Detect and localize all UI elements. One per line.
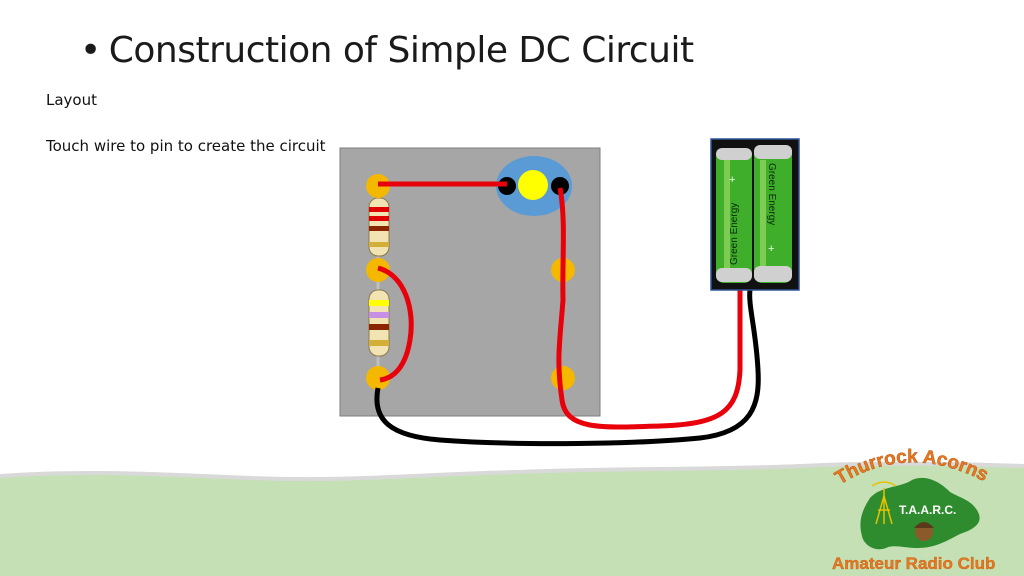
pin-bottom-right[interactable]: [551, 366, 575, 390]
battery-left-plus: +: [729, 174, 735, 186]
pin-bottom-left[interactable]: [366, 366, 390, 390]
battery-left-label: Green Energy: [729, 203, 740, 265]
instruction-text: Touch wire to pin to create the circuit: [46, 137, 326, 155]
battery-right: [754, 145, 792, 283]
logo-map-shape: [860, 477, 980, 550]
title-bullet: •: [80, 30, 101, 71]
battery-right-plus: +: [768, 243, 774, 255]
ground-edge: [0, 461, 1024, 482]
lamp-terminal-right: [551, 177, 569, 195]
wire-red-battery[interactable]: [556, 187, 743, 430]
slide-title: •Construction of Simple DC Circuit: [80, 30, 694, 71]
resistor-bottom: [368, 289, 390, 357]
title-text: Construction of Simple DC Circuit: [108, 30, 694, 71]
battery-left: [716, 148, 752, 283]
ground-hill: [0, 463, 1024, 576]
wire-red-jumper[interactable]: [377, 265, 414, 383]
resistor-top: [368, 197, 390, 257]
antenna-icon: [871, 481, 897, 525]
layout-label: Layout: [46, 91, 97, 109]
battery-right-label: Green Energy: [766, 163, 777, 225]
logo-badge-text: T.A.A.R.C.: [899, 503, 956, 517]
lamp-bulb: [518, 170, 548, 200]
logo-bottom-text: Amateur Radio Club: [832, 554, 995, 573]
wire-black-battery[interactable]: [374, 289, 761, 447]
